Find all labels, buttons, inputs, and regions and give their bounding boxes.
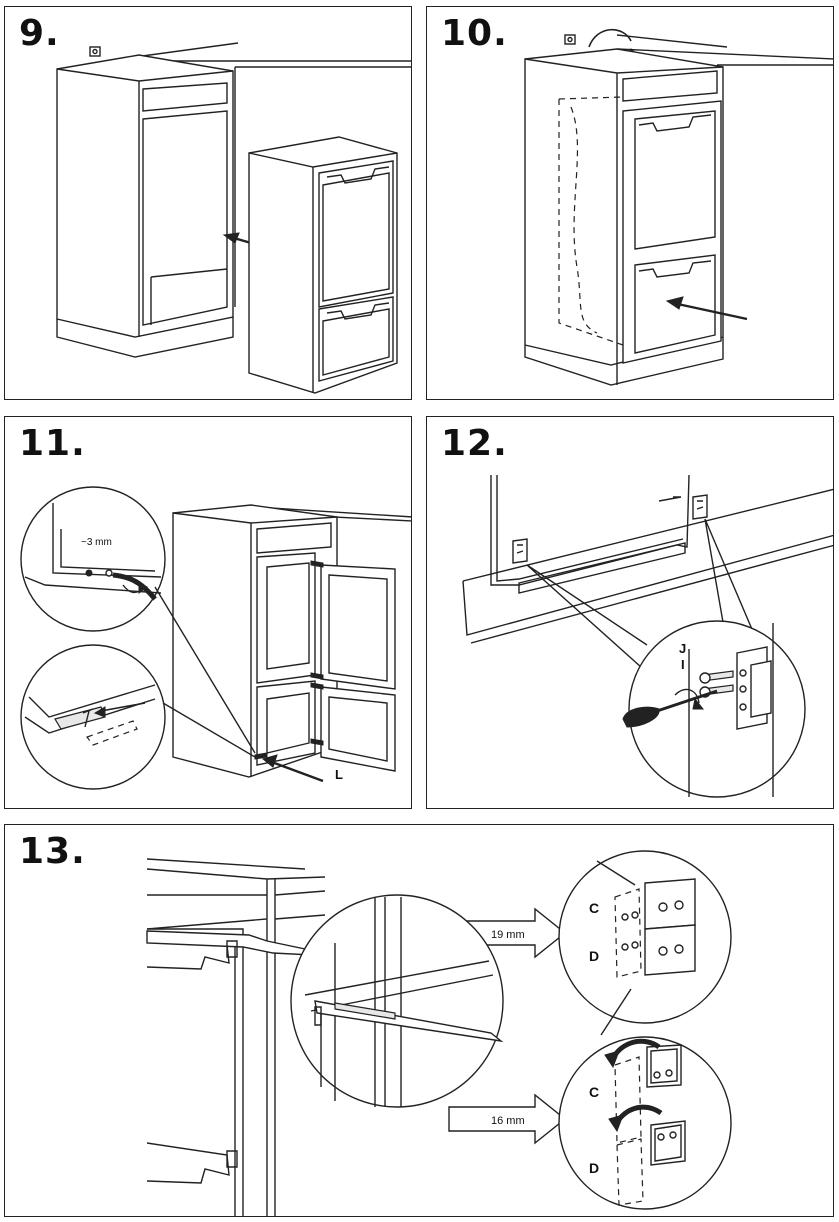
step-10-illustration — [524, 28, 833, 386]
zoom-detail-hinge — [290, 894, 504, 1108]
door-upper — [320, 564, 396, 690]
step-13-illustration: 19 mm 16 mm C D C D — [146, 850, 732, 1216]
label-gap: ~3 mm — [81, 537, 112, 548]
step-13-panel: 13. 19 mm 16 mm C D — [4, 824, 834, 1217]
label-16mm: 16 mm — [491, 1115, 525, 1127]
wall-socket-icon — [89, 46, 101, 57]
label-19mm: 19 mm — [491, 929, 525, 941]
wall-socket-icon — [564, 34, 576, 45]
step-number: 9. — [19, 13, 60, 54]
step-10-panel: 10. — [426, 6, 834, 400]
door-hinge-top — [146, 930, 313, 956]
label-d-bottom: D — [589, 1160, 599, 1176]
refrigerator — [622, 100, 722, 364]
zoom-detail-c-d-bottom — [558, 1036, 732, 1210]
step-11-illustration: L ~3 mm — [20, 486, 411, 790]
label-c-top: C — [589, 900, 599, 916]
step-12-panel: 12. J I — [426, 416, 834, 809]
cabinet — [56, 54, 234, 338]
screwdriver-icon — [622, 706, 660, 728]
zoom-detail-gap — [20, 486, 166, 632]
arrow-16mm — [448, 1093, 567, 1145]
step-9-panel: 9. — [4, 6, 412, 400]
step-number: 12. — [441, 423, 508, 464]
label-c-bottom: C — [589, 1084, 599, 1100]
label-j: J — [679, 641, 686, 656]
step-12-illustration: J I — [462, 474, 833, 798]
step-number: 13. — [19, 831, 86, 872]
label-i: I — [681, 657, 685, 672]
step-11-panel: 11. L ~3 — [4, 416, 412, 809]
step-number: 10. — [441, 13, 508, 54]
door-lower — [320, 686, 396, 772]
step-number: 11. — [19, 423, 86, 464]
label-d-top: D — [589, 948, 599, 964]
bracket-left — [512, 538, 528, 564]
step-9-illustration — [56, 42, 411, 394]
bracket-right — [692, 494, 708, 520]
label-l: L — [335, 767, 343, 782]
